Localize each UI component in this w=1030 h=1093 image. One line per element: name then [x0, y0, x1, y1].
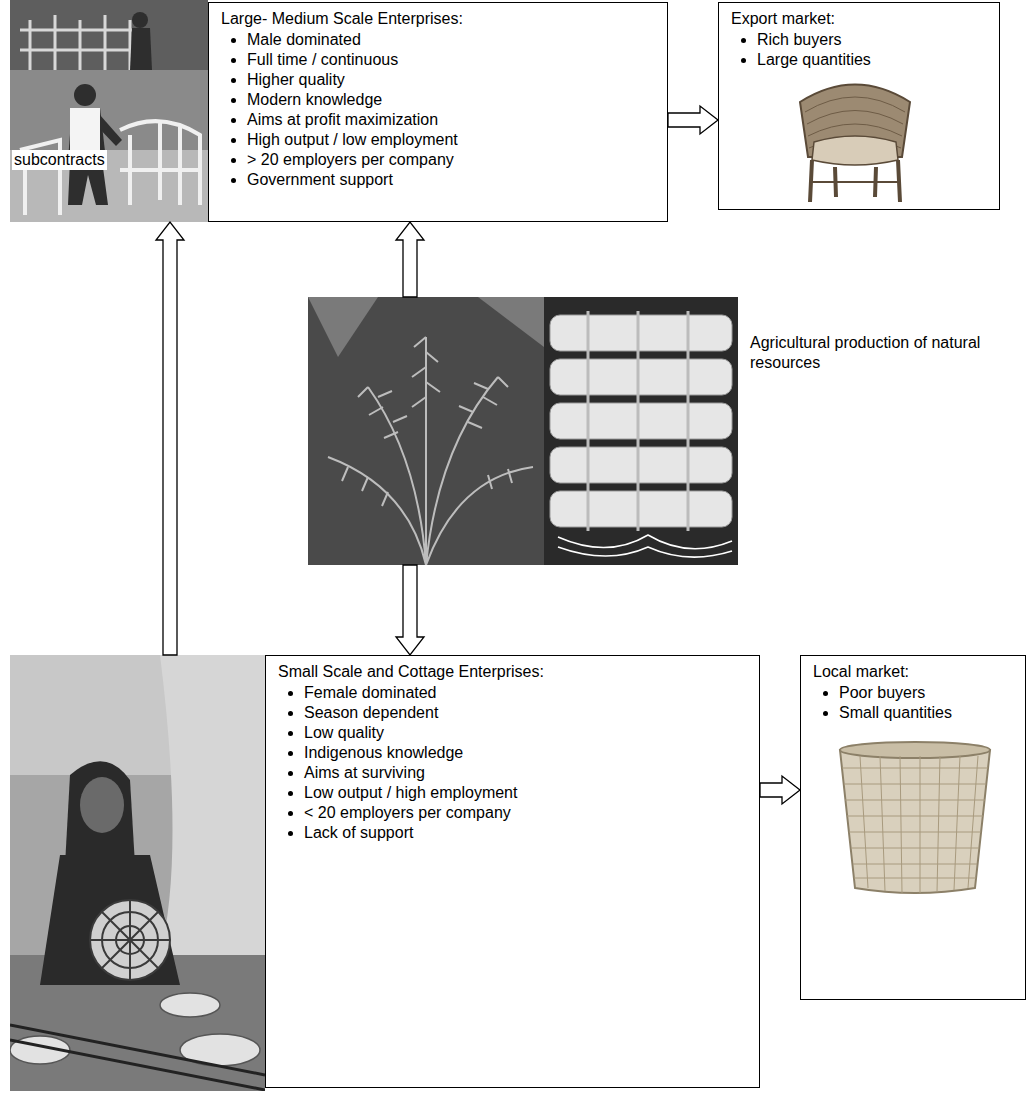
bullet-item: Lack of support	[304, 823, 749, 843]
block-arrow	[668, 106, 718, 134]
basket-icon	[830, 738, 1000, 898]
block-arrow	[396, 222, 424, 297]
bullet-item: High output / low employment	[247, 130, 657, 150]
bullet-item: Higher quality	[247, 70, 657, 90]
bullet-item: Small quantities	[839, 703, 1015, 723]
market-box: Export market:Rich buyersLarge quantitie…	[718, 2, 1000, 210]
bullet-item: Season dependent	[304, 703, 749, 723]
block-arrow	[396, 565, 424, 655]
bullet-item: Rich buyers	[757, 30, 989, 50]
bullet-item: Modern knowledge	[247, 90, 657, 110]
box-heading: Small Scale and Cottage Enterprises:	[278, 662, 749, 682]
bullet-list: Poor buyersSmall quantities	[813, 683, 1015, 723]
bullet-item: Aims at surviving	[304, 763, 749, 783]
bullet-item: Poor buyers	[839, 683, 1015, 703]
box-heading: Export market:	[731, 9, 989, 29]
bullet-item: Large quantities	[757, 50, 989, 70]
box-heading: Local market:	[813, 662, 1015, 682]
chair-icon	[780, 72, 930, 207]
edge-label: subcontracts	[12, 150, 107, 170]
bullet-list: Male dominatedFull time / continuousHigh…	[221, 30, 657, 190]
box-heading: Large- Medium Scale Enterprises:	[221, 9, 657, 29]
workshop-photo	[10, 0, 208, 222]
bullet-item: Low output / high employment	[304, 783, 749, 803]
bullet-item: Male dominated	[247, 30, 657, 50]
bullet-list: Rich buyersLarge quantities	[731, 30, 989, 70]
resource-photo	[308, 297, 738, 565]
bullet-item: Government support	[247, 170, 657, 190]
bullet-item: > 20 employers per company	[247, 150, 657, 170]
bullet-item: Full time / continuous	[247, 50, 657, 70]
enterprise-box: Small Scale and Cottage Enterprises:Fema…	[265, 655, 760, 1088]
bullet-item: Aims at profit maximization	[247, 110, 657, 130]
weaver-photo	[10, 655, 265, 1091]
bullet-item: < 20 employers per company	[304, 803, 749, 823]
side-label: Agricultural production of natural resou…	[750, 333, 1020, 373]
bullet-item: Indigenous knowledge	[304, 743, 749, 763]
bullet-item: Low quality	[304, 723, 749, 743]
resource-node: Agricultural production of natural resou…	[308, 297, 738, 565]
bullet-list: Female dominatedSeason dependentLow qual…	[278, 683, 749, 843]
block-arrow	[156, 222, 184, 655]
bullet-item: Female dominated	[304, 683, 749, 703]
market-box: Local market:Poor buyersSmall quantities	[800, 655, 1026, 1000]
block-arrow	[760, 776, 800, 804]
enterprise-box: Large- Medium Scale Enterprises:Male dom…	[208, 2, 668, 222]
